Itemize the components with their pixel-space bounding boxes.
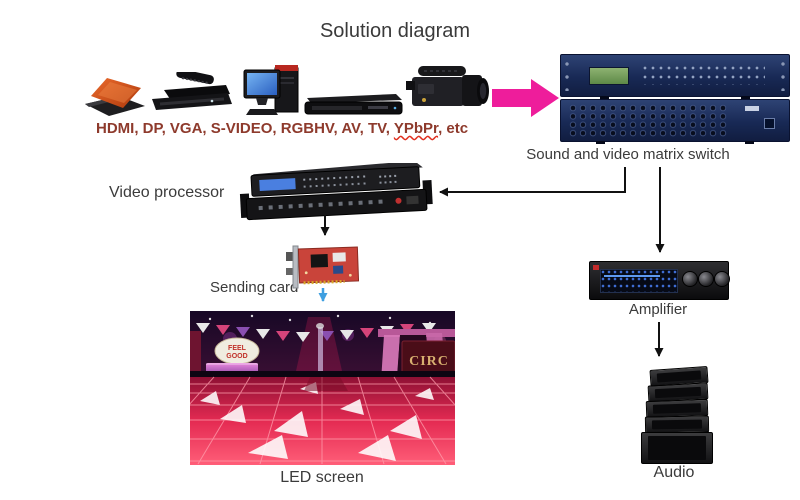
audio-speaker-stack (636, 365, 718, 466)
amplifier-display (600, 269, 678, 293)
video-processor-label: Video processor (109, 184, 225, 201)
page-title: Solution diagram (319, 20, 471, 42)
sending-card-device (286, 245, 360, 289)
desktop-computer-icon (243, 65, 299, 115)
circus-banner-text: CIRC (409, 354, 449, 369)
video-processor-device (239, 163, 433, 221)
sources-to-matrix-arrow (492, 79, 559, 117)
button-grid (643, 66, 765, 85)
bnc-port-grid (569, 104, 727, 137)
speaker-grille (656, 370, 702, 383)
feel-good-sign-line1: FEEL (228, 345, 247, 352)
matrix-switch-label: Sound and video matrix switch (526, 146, 730, 163)
audio-label: Audio (653, 464, 695, 481)
feel-good-sign-line2: GOOD (226, 353, 247, 360)
device-foot (745, 141, 754, 144)
sending-card-label: Sending card (210, 279, 299, 296)
matrix-switch-top-unit (560, 54, 790, 97)
knob-icon (698, 271, 714, 287)
signal-types-prefix: HDMI, DP, VGA, S-VIDEO, RGBHV, AV, TV, (96, 120, 394, 137)
device-foot (600, 96, 609, 99)
screw-icons (564, 61, 570, 91)
speaker-grille (654, 386, 702, 399)
screw-icons (780, 61, 786, 91)
set-top-box-icon (152, 72, 232, 110)
speaker-grille (648, 436, 706, 460)
video-camera-icon (406, 66, 489, 106)
lcd-display (589, 67, 629, 85)
power-socket (764, 118, 775, 129)
io-port (745, 106, 759, 111)
amplifier-label: Amplifier (628, 301, 688, 318)
knob-icon (682, 271, 698, 287)
device-foot (596, 141, 605, 144)
matrix-switch-bottom-unit (560, 99, 790, 142)
knob-icon (714, 271, 730, 287)
subwoofer-box (641, 432, 713, 464)
signal-types-label: HDMI, DP, VGA, S-VIDEO, RGBHV, AV, TV, Y… (96, 120, 468, 137)
signal-types-spellcheck-word: YPbPr (393, 120, 439, 137)
matrix-switch-device (560, 54, 790, 144)
laptop-icon (85, 78, 145, 116)
floor-light-triangles (200, 382, 434, 461)
speaker-grille (651, 419, 703, 430)
brand-logo (593, 265, 599, 270)
dvd-player-icon (304, 94, 403, 115)
amplifier-display-bar (604, 275, 660, 277)
signal-types-suffix: , etc (438, 120, 469, 137)
amplifier-device (589, 261, 730, 300)
matrix-to-processor-arrow (439, 167, 626, 197)
speaker-grille (652, 403, 702, 414)
led-screen-photo: FEEL GOOD CIRC (190, 311, 455, 465)
led-screen-label: LED screen (280, 469, 364, 486)
device-foot (741, 96, 750, 99)
speaker-module (644, 415, 710, 434)
